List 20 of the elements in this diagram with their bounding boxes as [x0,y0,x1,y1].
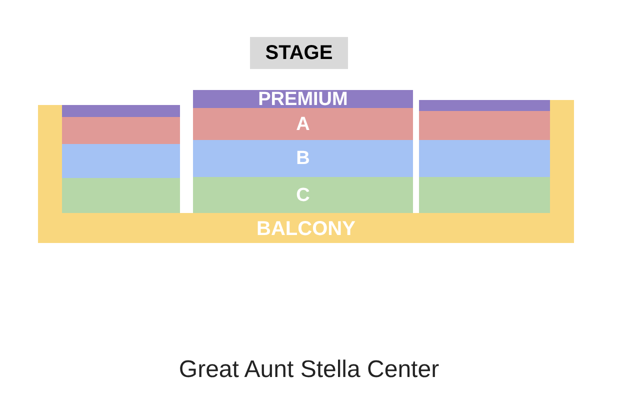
section-label: B [296,149,310,168]
seating-section [419,100,550,111]
seating-section [193,177,413,213]
seating-section [193,108,413,140]
seating-section [193,90,413,108]
section-label: A [296,114,310,134]
section-label: C [296,186,310,204]
seating-section [62,178,180,213]
section-label: PREMIUM [258,90,348,108]
seating-section [419,177,550,213]
seating-section [62,144,180,178]
stage-box [250,37,348,69]
seating-section [193,140,413,177]
section-label: BALCONY [256,219,356,239]
seating-section [62,117,180,144]
venue-caption: Great Aunt Stella Center [178,356,440,383]
seating-section [419,140,550,177]
seating-section [62,105,180,117]
stage-label: STAGE [265,43,333,63]
seating-section [419,111,550,140]
